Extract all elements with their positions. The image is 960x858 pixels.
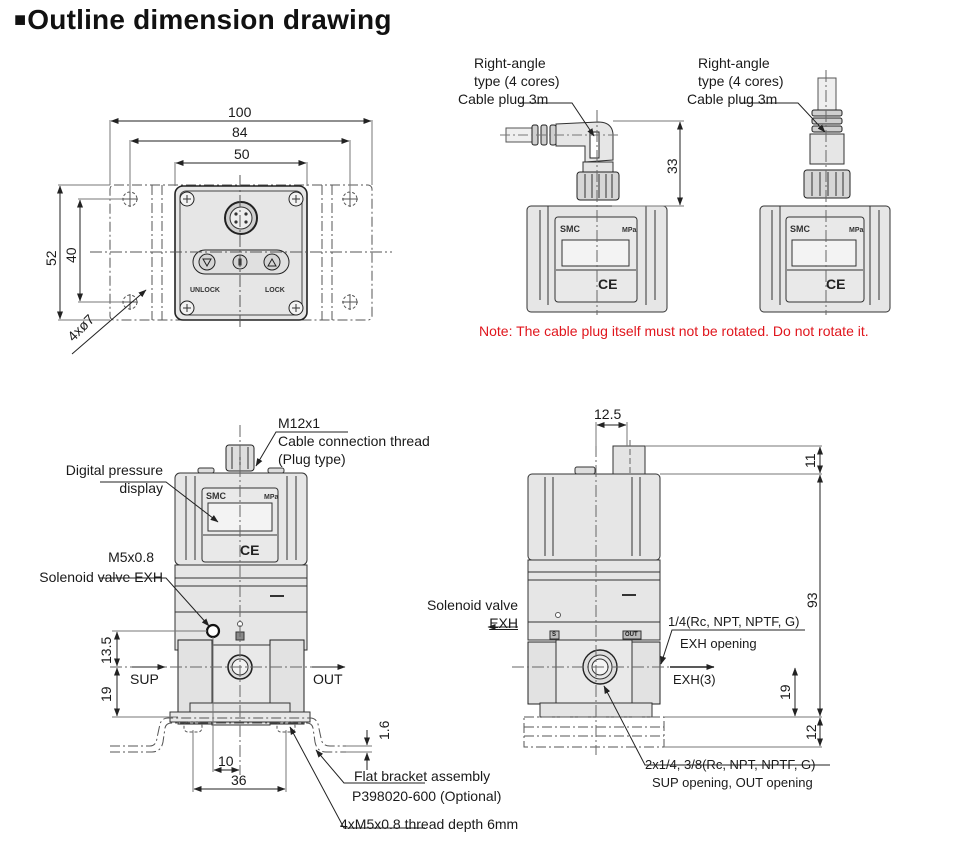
dim-body-width: 50: [234, 146, 250, 162]
thread-depth-label: 4xM5x0.8 thread depth 6mm: [340, 816, 519, 832]
right-angle-label-3: Cable plug 3m: [458, 91, 549, 107]
exh-label-1: M5x0.8: [108, 549, 154, 565]
solenoid-label-2: EXH: [489, 615, 518, 631]
bracket-label-1: Flat bracket assembly: [354, 768, 491, 784]
thread-label-1: M12x1: [278, 415, 321, 431]
svg-text:CE: CE: [826, 276, 845, 292]
tag-s-text: S: [552, 632, 557, 638]
dim-port-height: 19: [98, 686, 114, 702]
right-angle-label-1: Right-angle: [474, 55, 546, 71]
lcd-display: [791, 239, 857, 267]
dim-hole-pitch-y: 40: [63, 247, 79, 263]
dim-side-port-height: 19: [777, 684, 793, 700]
port-tag-out: [622, 630, 642, 640]
tag-out-text: OUT: [625, 632, 638, 638]
svg-text:SMC: SMC: [560, 224, 581, 234]
dim-exh-height: 13.5: [98, 636, 114, 664]
svg-text:SMC: SMC: [206, 491, 227, 501]
dim-bracket-thickness: 1.6: [376, 720, 392, 740]
straight-label-2: type (4 cores): [698, 73, 784, 89]
exh-label-2: Solenoid valve EXH: [39, 569, 163, 585]
front-view: SMC MPa CE: [100, 425, 425, 829]
svg-text:SMC: SMC: [790, 224, 811, 234]
port-label-1: 2x1/4, 3/8(Rc, NPT, NPTF, G): [645, 757, 816, 772]
dim-connector-height: 11: [802, 453, 818, 468]
lock-label: LOCK: [265, 287, 285, 294]
dim-bracket-height: 12: [803, 724, 819, 740]
unlock-label: UNLOCK: [190, 287, 220, 294]
display-label-1: Digital pressure: [65, 462, 163, 478]
svg-text:CE: CE: [598, 276, 617, 292]
straight-label-1: Right-angle: [698, 55, 770, 71]
out-label: OUT: [313, 671, 343, 687]
dim-overall-height: 52: [43, 250, 59, 266]
port-tag-s: [549, 630, 560, 640]
thread-label-2: Cable connection thread: [278, 433, 430, 449]
straight-plug-view: SMC MPa CE: [740, 70, 891, 315]
dim-body-height: 93: [804, 592, 820, 608]
svg-text:MPa: MPa: [264, 494, 279, 501]
port-label-2: SUP opening, OUT opening: [652, 775, 813, 790]
svg-text:MPa: MPa: [622, 227, 637, 234]
dim-bolt-pitch: 36: [231, 772, 247, 788]
svg-text:MPa: MPa: [849, 227, 864, 234]
dim-overall-width: 100: [228, 104, 252, 120]
page-title: ■Outline dimension drawing: [14, 4, 392, 35]
sup-label: SUP: [130, 671, 159, 687]
rotation-note: Note: The cable plug itself must not be …: [479, 323, 869, 339]
thread-label-3: (Plug type): [278, 451, 346, 467]
right-angle-plug-view: SMC MPa CE: [500, 102, 684, 315]
bracket-label-2: P398020-600 (Optional): [352, 788, 502, 804]
exh3-label: EXH(3): [673, 672, 716, 687]
dim-hole-pitch-x: 84: [232, 124, 248, 140]
solenoid-label-1: Solenoid valve: [426, 597, 518, 613]
lcd-display: [561, 239, 630, 267]
exh-port-label-1: 1/4(Rc, NPT, NPTF, G): [668, 614, 800, 629]
top-view: [57, 118, 392, 355]
right-angle-label-2: type (4 cores): [474, 73, 560, 89]
exh-port-icon: [205, 623, 221, 639]
svg-text:CE: CE: [240, 542, 259, 558]
dim-connector-offset: 12.5: [594, 406, 622, 422]
exh-port-label-2: EXH opening: [680, 636, 757, 651]
straight-label-3: Cable plug 3m: [687, 91, 778, 107]
side-view: [487, 422, 830, 766]
display-label-2: display: [119, 480, 163, 496]
bracket-side: [523, 716, 665, 748]
dim-plug-height: 33: [664, 158, 680, 174]
dim-offset: 10: [218, 753, 234, 769]
button-down-icon: [198, 253, 216, 271]
button-up-icon: [263, 253, 281, 271]
flat-bracket: [110, 717, 370, 747]
